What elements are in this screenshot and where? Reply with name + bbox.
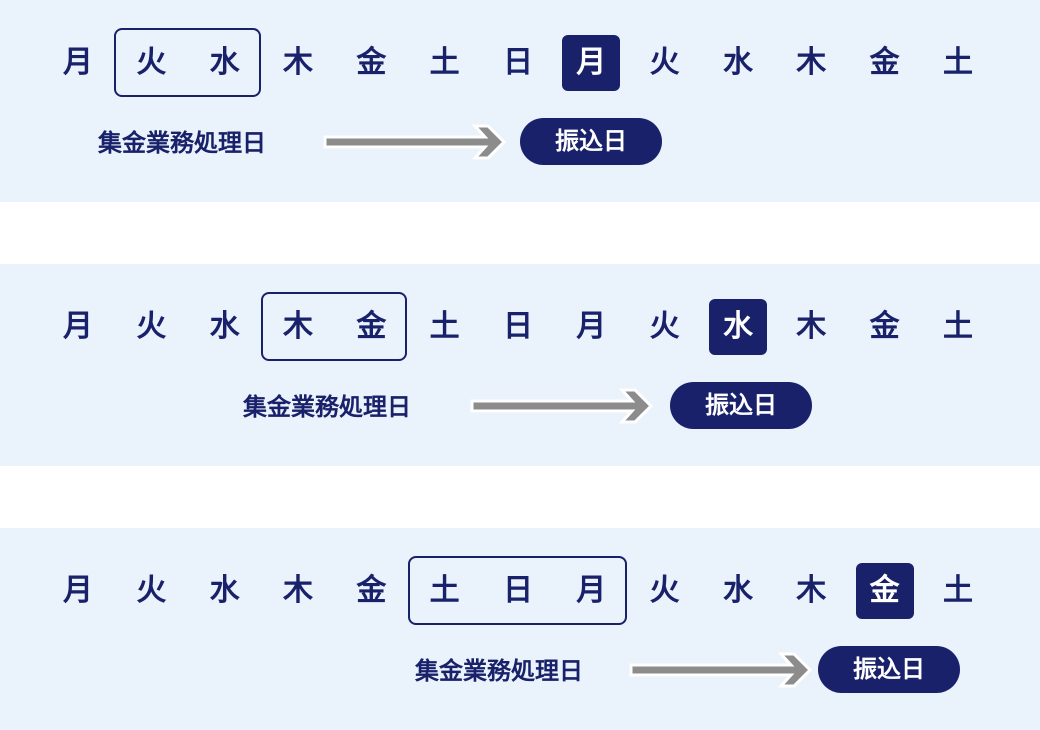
weekday: 水 — [209, 573, 240, 608]
weekday: 月 — [576, 309, 607, 344]
arrow-right-icon — [469, 386, 654, 426]
processing-day-label: 集金業務処理日 — [98, 129, 266, 157]
processing-day-label: 集金業務処理日 — [243, 393, 411, 421]
processing-day-label: 集金業務処理日 — [415, 657, 583, 685]
weekday: 土 — [942, 45, 973, 80]
processing-days-range — [407, 556, 628, 625]
weekday: 金 — [356, 309, 387, 344]
weekday: 日 — [502, 573, 533, 608]
arrow-right-icon — [628, 650, 813, 690]
weekday: 日 — [502, 309, 533, 344]
weekday: 火 — [649, 45, 680, 80]
weekday: 火 — [136, 309, 167, 344]
weekday: 水 — [722, 573, 753, 608]
weekday: 日 — [502, 45, 533, 80]
transfer-day: 水 — [708, 299, 767, 355]
weekday: 木 — [796, 45, 827, 80]
weekday: 月 — [576, 573, 607, 608]
transfer-day: 月 — [562, 35, 621, 91]
weekday: 木 — [796, 309, 827, 344]
transfer-day-badge: 振込日 — [818, 646, 960, 693]
weekday: 土 — [429, 309, 460, 344]
weekday: 金 — [869, 309, 900, 344]
weekday: 月 — [63, 45, 93, 80]
weekday: 木 — [282, 573, 313, 608]
transfer-day-badge: 振込日 — [670, 382, 812, 429]
processing-days-range — [260, 292, 408, 361]
weekday: 土 — [942, 573, 973, 608]
weekday: 土 — [429, 573, 460, 608]
transfer-day-badge: 振込日 — [520, 118, 662, 165]
weekday: 木 — [796, 573, 827, 608]
weekday: 金 — [356, 45, 387, 80]
weekday: 水 — [722, 45, 753, 80]
schedule-panel-3: 月火水木金土日月火水木金土集金業務処理日振込日 — [0, 528, 1040, 730]
arrow-right-icon — [322, 122, 507, 162]
weekday: 火 — [649, 309, 680, 344]
weekday: 火 — [136, 45, 167, 80]
weekday: 土 — [429, 45, 460, 80]
transfer-day: 金 — [855, 563, 914, 619]
weekday: 金 — [869, 45, 900, 80]
weekday: 火 — [649, 573, 680, 608]
schedule-panel-1: 月火水木金土日月火水木金土集金業務処理日振込日 — [0, 0, 1040, 202]
weekday: 月 — [63, 309, 93, 344]
weekday: 水 — [209, 45, 240, 80]
weekday: 金 — [356, 573, 387, 608]
weekday: 月 — [63, 573, 93, 608]
weekday: 火 — [136, 573, 167, 608]
schedule-panel-2: 月火水木金土日月火水木金土集金業務処理日振込日 — [0, 264, 1040, 466]
weekday: 土 — [942, 309, 973, 344]
weekday: 木 — [282, 45, 313, 80]
weekday: 水 — [209, 309, 240, 344]
processing-days-range — [114, 28, 261, 97]
weekday: 木 — [282, 309, 313, 344]
